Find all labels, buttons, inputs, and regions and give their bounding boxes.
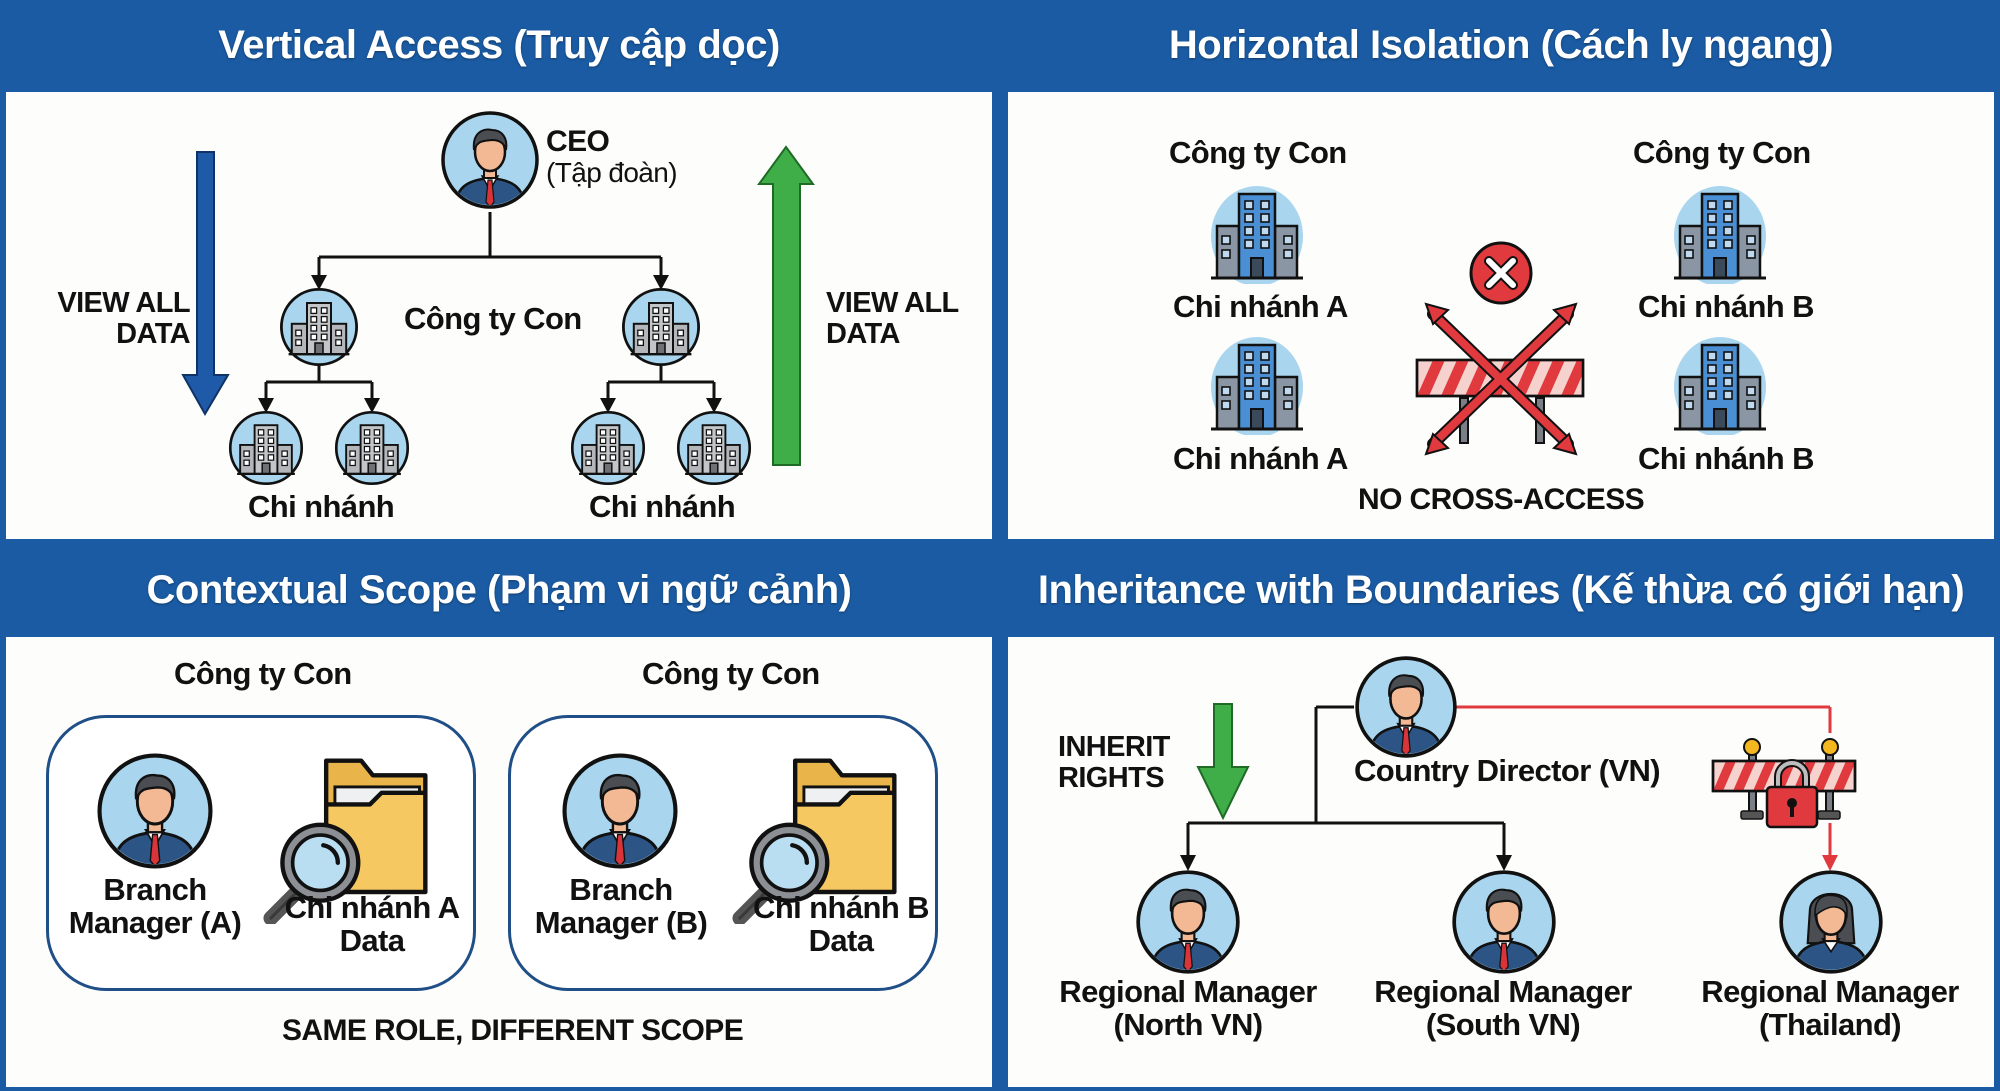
left-arrow-label-line2: DATA bbox=[116, 318, 190, 351]
role-a-line2: Manager (A) bbox=[68, 905, 242, 941]
left-group-title: Công ty Con bbox=[1169, 135, 1347, 170]
inherit-rights-label: INHERIT RIGHTS bbox=[1058, 731, 1170, 795]
inherit-label-line2: RIGHTS bbox=[1058, 762, 1165, 795]
manager-north-line1: Regional Manager bbox=[1059, 974, 1317, 1009]
no-cross-access-caption: NO CROSS-ACCESS bbox=[1358, 483, 1645, 516]
inheritance-quadrant: Inheritance with Boundaries (Kế thừa có … bbox=[1002, 545, 2000, 1091]
data-b-label: Chi nhánh B Data bbox=[751, 891, 931, 958]
ceo-sublabel: (Tập đoàn) bbox=[546, 157, 678, 188]
role-b-line2: Manager (B) bbox=[534, 905, 708, 941]
scope-b-group-title: Công ty Con bbox=[642, 656, 820, 691]
contextual-scope-title: Contextual Scope (Phạm vi ngữ cảnh) bbox=[146, 567, 852, 612]
branch-building-icon bbox=[676, 410, 752, 486]
view-all-down-arrow-icon bbox=[181, 151, 230, 417]
vertical-access-diagram bbox=[181, 92, 815, 486]
regional-manager-thailand-avatar-icon bbox=[1781, 872, 1881, 975]
contextual-scope-panel: Công ty Con Công ty Con Branch Manager (… bbox=[6, 637, 992, 1087]
left-arrow-label: VIEW ALL DATA bbox=[54, 287, 190, 351]
horizontal-isolation-title: Horizontal Isolation (Cách ly ngang) bbox=[1168, 22, 1834, 67]
country-director-label: Country Director (VN) bbox=[1354, 753, 1661, 788]
manager-thailand-line1: Regional Manager bbox=[1701, 974, 1959, 1009]
regional-manager-north-label: Regional Manager (North VN) bbox=[1058, 975, 1318, 1042]
inheritance-panel: INHERIT RIGHTS Country Director (VN) Reg… bbox=[1008, 637, 1994, 1087]
inherit-label-line1: INHERIT bbox=[1058, 731, 1170, 763]
manager-north-line2: (North VN) bbox=[1113, 1007, 1264, 1043]
branch-a-label: Chi nhánh A bbox=[1173, 289, 1348, 324]
same-role-caption: SAME ROLE, DIFFERENT SCOPE bbox=[282, 1014, 744, 1047]
horizontal-isolation-quadrant: Horizontal Isolation (Cách ly ngang) bbox=[1002, 0, 2000, 543]
manager-south-line2: (South VN) bbox=[1425, 1007, 1581, 1043]
role-b-label: Branch Manager (B) bbox=[532, 873, 710, 940]
blocked-barrier-icon bbox=[1415, 241, 1585, 456]
right-arrow-label-line1: VIEW ALL bbox=[826, 287, 959, 319]
inherit-arrowheads bbox=[1180, 855, 1512, 871]
branch-a-building-icon bbox=[1209, 335, 1305, 435]
branch-manager-a-avatar-icon bbox=[100, 756, 211, 870]
role-b-line1: Branch bbox=[569, 872, 673, 907]
data-a-label: Chi nhánh A Data bbox=[282, 891, 462, 958]
data-a-line2: Data bbox=[339, 923, 405, 959]
branch-a-label: Chi nhánh A bbox=[1173, 441, 1348, 476]
regional-manager-south-avatar-icon bbox=[1454, 872, 1554, 975]
org-arrowheads bbox=[258, 275, 722, 413]
vertical-access-title: Vertical Access (Truy cập dọc) bbox=[218, 22, 780, 67]
blocked-arrowhead bbox=[1822, 855, 1838, 871]
subsidiary-label: Công ty Con bbox=[404, 301, 582, 336]
ceo-label: CEO bbox=[546, 125, 610, 158]
subsidiary-left-building-icon bbox=[279, 287, 359, 367]
subsidiary-right-building-icon bbox=[622, 287, 700, 367]
blocked-connector bbox=[1455, 705, 1832, 857]
branch-b-building-icon bbox=[1672, 184, 1768, 284]
ceo-avatar-icon bbox=[443, 113, 537, 210]
inheritance-diagram bbox=[1008, 637, 1994, 1087]
data-a-line1: Chi nhánh A bbox=[284, 890, 460, 925]
data-b-line1: Chi nhánh B bbox=[753, 890, 930, 925]
horizontal-isolation-diagram bbox=[1209, 184, 1768, 456]
locked-barrier-icon bbox=[1711, 738, 1857, 829]
role-a-line1: Branch bbox=[103, 872, 207, 907]
left-arrow-label-line1: VIEW ALL bbox=[57, 287, 190, 319]
view-all-up-arrow-icon bbox=[757, 145, 815, 466]
branch-building-icon bbox=[334, 410, 410, 486]
inheritance-title: Inheritance with Boundaries (Kế thừa có … bbox=[1037, 567, 1965, 612]
contextual-scope-quadrant: Contextual Scope (Phạm vi ngữ cảnh) Công… bbox=[0, 545, 998, 1091]
branch-building-icon bbox=[570, 410, 646, 486]
branch-a-building-icon bbox=[1209, 184, 1305, 284]
country-director-avatar-icon bbox=[1357, 658, 1455, 759]
branch-b-building-icon bbox=[1672, 335, 1768, 435]
horizontal-isolation-panel: Công ty Con Công ty Con Chi nhánh A Chi … bbox=[1008, 92, 1994, 539]
right-arrow-label: VIEW ALL DATA bbox=[826, 287, 959, 351]
branch-b-label: Chi nhánh B bbox=[1638, 441, 1815, 476]
branch-label-left: Chi nhánh bbox=[248, 489, 395, 524]
right-arrow-label-line2: DATA bbox=[826, 318, 900, 351]
inherit-connectors bbox=[1186, 705, 1506, 857]
regional-manager-thailand-label: Regional Manager (Thailand) bbox=[1700, 975, 1960, 1042]
inherit-down-arrow-icon bbox=[1196, 703, 1250, 821]
branch-label-right: Chi nhánh bbox=[589, 489, 736, 524]
vertical-access-panel: CEO (Tập đoàn) Công ty Con Chi nhánh Chi… bbox=[6, 92, 992, 539]
scope-a-group-title: Công ty Con bbox=[174, 656, 352, 691]
vertical-access-quadrant: Vertical Access (Truy cập dọc) bbox=[0, 0, 998, 543]
data-b-line2: Data bbox=[808, 923, 874, 959]
branch-building-icon bbox=[228, 410, 304, 486]
regional-manager-south-label: Regional Manager (South VN) bbox=[1373, 975, 1633, 1042]
manager-thailand-line2: (Thailand) bbox=[1758, 1007, 1902, 1043]
manager-south-line1: Regional Manager bbox=[1374, 974, 1632, 1009]
branch-b-label: Chi nhánh B bbox=[1638, 289, 1815, 324]
right-group-title: Công ty Con bbox=[1633, 135, 1811, 170]
role-a-label: Branch Manager (A) bbox=[66, 873, 244, 940]
branch-manager-b-avatar-icon bbox=[565, 756, 676, 870]
regional-manager-north-avatar-icon bbox=[1138, 872, 1238, 975]
